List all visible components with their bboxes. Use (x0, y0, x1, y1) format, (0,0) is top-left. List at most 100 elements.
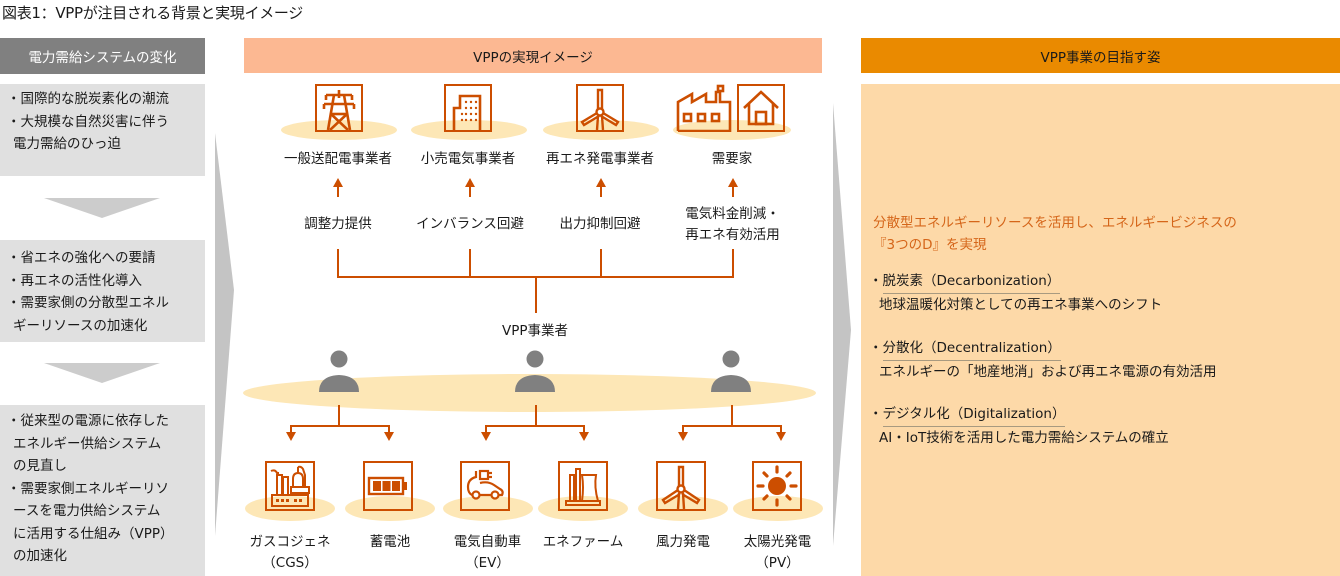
connector-line (583, 425, 585, 434)
connector-line (535, 276, 537, 313)
point-desc: 地球温暖化対策としての再エネ事業へのシフト (879, 297, 1163, 313)
left-box-3-line: に活用する仕組み（VPP） (13, 525, 174, 542)
down-arrow (678, 432, 688, 441)
figure-title: 図表1：VPPが注目される背景と実現イメージ (2, 4, 303, 22)
connector-line (290, 425, 292, 434)
left-box-1-line: ・国際的な脱炭素化の潮流 (7, 91, 169, 107)
left-box-3-line: ・需要家側エネルギーリソ (7, 480, 169, 497)
actor-label: 小売電気事業者 (420, 151, 516, 167)
connector-line (682, 425, 782, 427)
left-header-label: 電力需給システムの変化 (28, 50, 177, 66)
center-header-label: VPPの実現イメージ (473, 49, 593, 66)
down-arrow (776, 432, 786, 441)
person-icon (319, 350, 359, 392)
point-desc: エネルギーの「地産地消」および再エネ電源の有効活用 (879, 364, 1217, 380)
house-icon (737, 84, 785, 132)
connector-line (682, 425, 684, 434)
point-desc: AI・IoT技術を活用した電力需給システムの確立 (879, 430, 1169, 446)
fuel-cell-icon (558, 461, 608, 511)
connector-line (469, 186, 471, 197)
left-box-1-line: 電力需給のひっ迫 (13, 136, 121, 152)
connector-line (600, 249, 602, 278)
solar-sun-icon (752, 461, 802, 511)
connector-line (732, 249, 734, 278)
left-box-1: ・国際的な脱炭素化の潮流 ・大規模な自然災害に伴う 電力需給のひっ迫 (0, 84, 205, 176)
right-lead-line: 分散型エネルギーリソースを活用し、エネルギービジネスの (873, 215, 1237, 231)
left-header: 電力需給システムの変化 (0, 38, 205, 74)
right-lead-line: 『3つのD』を実現 (873, 237, 987, 253)
connector-line (780, 425, 782, 434)
benefit-label: インバランス回避 (416, 216, 524, 232)
left-box-2-line: ・再エネの活性化導入 (7, 272, 142, 289)
connector-line (388, 425, 390, 434)
resource-label: ガスコジェネ (249, 534, 331, 550)
connector-line (338, 405, 340, 427)
left-box-3-line: ースを電力供給システム (13, 503, 161, 519)
left-box-3-line: エネルギー供給システム (13, 435, 162, 452)
connector-line (535, 405, 537, 427)
point-decarbonization: ・脱炭素（Decarbonization） 地球温暖化対策としての再エネ事業への… (869, 270, 1162, 316)
benefit-label: 再エネ有効活用 (685, 227, 780, 243)
left-box-3-line: の見直し (13, 458, 67, 474)
center-header: VPPの実現イメージ (244, 38, 822, 73)
point-title: 分散化（Decentralization） (882, 337, 1061, 361)
factory-icon (676, 84, 732, 133)
up-arrow (596, 178, 606, 187)
left-box-3: ・従来型の電源に依存した エネルギー供給システム の見直し ・需要家側エネルギー… (0, 405, 205, 576)
right-body (861, 84, 1340, 576)
person-icon (515, 350, 555, 392)
resource-label: 電気自動車 (453, 534, 522, 550)
resource-base-ellipse (443, 496, 533, 521)
connector-line (290, 425, 390, 427)
resource-base-ellipse (345, 496, 435, 521)
point-digitalization: ・デジタル化（Digitalization） AI・IoT技術を活用した電力需給… (869, 403, 1169, 449)
resource-label: （CGS） (262, 555, 318, 571)
resource-base-ellipse (245, 496, 335, 521)
resource-label: 太陽光発電 (743, 534, 812, 550)
person-icon (711, 350, 751, 392)
down-arrow (481, 432, 491, 441)
connector-line (485, 425, 585, 427)
point-title: 脱炭素（Decarbonization） (882, 270, 1061, 294)
cogeneration-plant-icon (265, 461, 315, 511)
resource-label: （PV） (755, 555, 800, 571)
down-arrow (384, 432, 394, 441)
connector-line (731, 405, 733, 427)
resource-label: 蓄電池 (369, 534, 411, 550)
left-box-3-line: の加速化 (13, 548, 67, 564)
resource-label: エネファーム (542, 534, 624, 550)
transmission-tower-icon (315, 84, 363, 132)
right-wedge-arrow-1 (215, 133, 234, 536)
down-arrow (579, 432, 589, 441)
left-box-2-line: ギーリソースの加速化 (13, 317, 148, 334)
wind-turbine-icon (576, 84, 624, 132)
connector-line (337, 249, 339, 278)
connector-line (485, 425, 487, 434)
aggregator-label: VPP事業者 (501, 323, 569, 339)
actor-label: 需要家 (711, 151, 753, 167)
left-box-2-line: ・省エネの強化への要請 (7, 250, 156, 266)
right-header: VPP事業の目指す姿 (861, 38, 1340, 73)
point-decentralization: ・分散化（Decentralization） エネルギーの「地産地消」および再エ… (869, 337, 1217, 383)
resource-label: 風力発電 (656, 534, 710, 550)
left-box-2: ・省エネの強化への要請 ・再エネの活性化導入 ・需要家側の分散型エネル ギーリソ… (0, 240, 205, 342)
connector-line (600, 186, 602, 197)
up-arrow (465, 178, 475, 187)
electric-vehicle-icon (460, 461, 510, 511)
down-chevron-2 (44, 363, 160, 383)
connector-line (469, 249, 471, 278)
battery-icon (363, 461, 413, 511)
actor-label: 一般送配電事業者 (284, 151, 392, 167)
down-chevron-1 (44, 198, 160, 218)
wind-power-icon (656, 461, 706, 511)
building-icon (444, 84, 492, 132)
left-box-3-line: ・従来型の電源に依存した (7, 413, 169, 429)
left-box-1-line: ・大規模な自然災害に伴う (7, 113, 169, 130)
benefit-label: 出力抑制回避 (559, 216, 641, 232)
actor-label: 再エネ発電事業者 (546, 151, 654, 167)
left-box-2-line: ・需要家側の分散型エネル (7, 295, 169, 311)
benefit-label: 電気料金削減・ (685, 206, 780, 222)
resource-label: （EV） (465, 555, 510, 571)
up-arrow (728, 178, 738, 187)
down-arrow (286, 432, 296, 441)
